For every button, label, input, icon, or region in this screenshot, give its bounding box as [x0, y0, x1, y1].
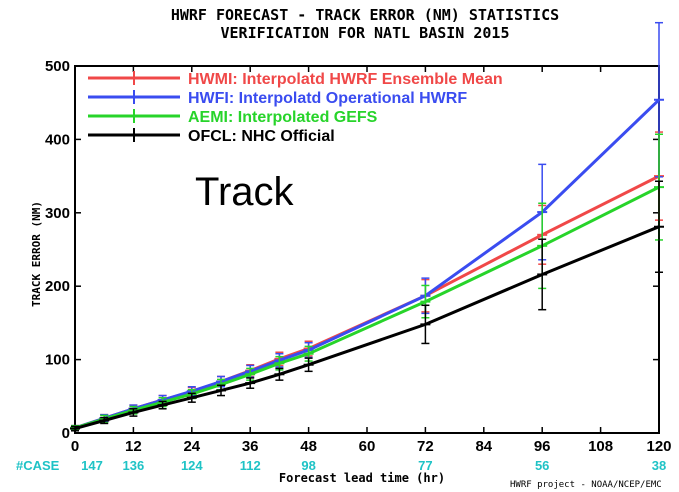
- case-count: 98: [301, 458, 315, 473]
- y-tick-label: 200: [45, 278, 70, 295]
- y-tick-label: 100: [45, 352, 70, 369]
- legend-entry: AEMI: Interpolated GEFS: [188, 109, 378, 126]
- legend-entry: OFCL: NHC Official: [188, 128, 335, 145]
- series-line: [74, 174, 660, 430]
- series-line: [74, 225, 660, 431]
- x-tick-label: 96: [534, 438, 551, 455]
- y-tick-label: 400: [45, 131, 70, 148]
- x-tick-label: 0: [71, 438, 79, 455]
- x-axis-label: Forecast lead time (hr): [279, 471, 445, 485]
- x-tick-label: 48: [300, 438, 317, 455]
- legend-entry: HWMI: Interpolatd HWRF Ensemble Mean: [188, 71, 503, 88]
- case-count: 136: [123, 458, 145, 473]
- x-tick-label: 60: [359, 438, 376, 455]
- x-tick-label: 84: [475, 438, 492, 455]
- x-tick-label: 12: [125, 438, 142, 455]
- x-tick-label: 36: [242, 438, 259, 455]
- chart-subtitle: VERIFICATION FOR NATL BASIN 2015: [221, 24, 510, 42]
- series-0: [70, 131, 664, 431]
- x-tick-label: 108: [588, 438, 613, 455]
- case-count: 124: [181, 458, 203, 473]
- case-count: 56: [535, 458, 549, 473]
- case-count: 77: [418, 458, 432, 473]
- axes: 0 12 24 36 48 60 72 84 96 108 120 0 100 200 300 400 500 #…: [16, 58, 672, 473]
- y-axis-label: TRACK ERROR (NM): [30, 201, 43, 307]
- case-count: 38: [652, 458, 666, 473]
- case-count: 112: [240, 458, 261, 473]
- x-tick-label: 120: [646, 438, 671, 455]
- y-tick-label: 0: [62, 425, 70, 442]
- case-count-label: #CASE: [16, 458, 60, 473]
- y-tick-label: 300: [45, 205, 70, 222]
- y-tick-label: 500: [45, 58, 70, 75]
- chart-title: HWRF FORECAST - TRACK ERROR (NM) STATIST…: [171, 6, 559, 24]
- series-3: [70, 180, 664, 432]
- series-layer: [70, 21, 664, 432]
- case-count: 147: [81, 458, 103, 473]
- legend: HWMI: Interpolatd HWRF Ensemble MeanHWFI…: [88, 71, 503, 145]
- x-tick-label: 24: [183, 438, 200, 455]
- x-tick-label: 72: [417, 438, 434, 455]
- legend-entry: HWFI: Interpolatd Operational HWRF: [188, 90, 467, 107]
- credit-text: HWRF project - NOAA/NCEP/EMC: [510, 480, 662, 490]
- series-line: [74, 185, 660, 430]
- track-annotation: Track: [195, 170, 295, 214]
